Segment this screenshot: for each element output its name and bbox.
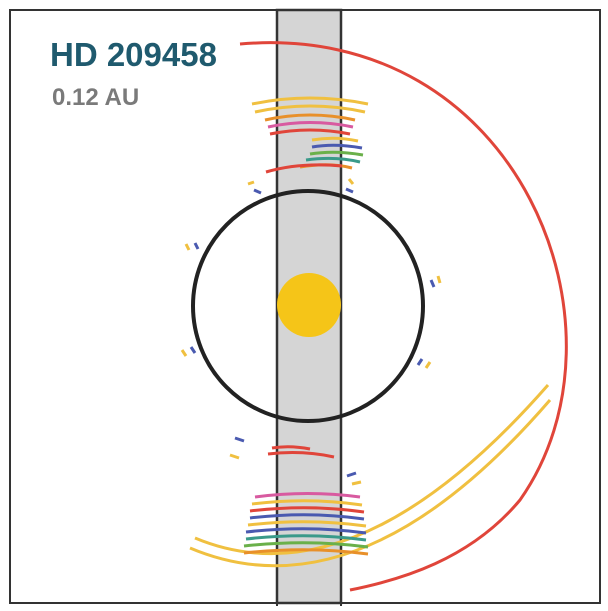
lower-arc <box>249 506 365 514</box>
lower-arc <box>243 548 369 556</box>
lower-arc <box>245 527 367 535</box>
marker-dash <box>253 188 262 195</box>
outer-arc <box>239 41 568 592</box>
marker-dash <box>229 453 240 460</box>
upper-arc <box>311 136 359 143</box>
marker-dash <box>347 178 355 185</box>
marker-dashes <box>180 178 442 486</box>
upper-arc <box>265 163 343 174</box>
marker-dash <box>234 436 245 443</box>
marker-dash <box>424 361 432 369</box>
lower-arc <box>254 492 361 499</box>
upper-arc <box>269 128 351 136</box>
figure-subtitle: 0.12 AU <box>52 84 140 111</box>
lower-arc <box>249 513 365 521</box>
upper-arc <box>309 150 364 157</box>
planet-orbit <box>191 189 425 423</box>
marker-dash <box>193 242 200 250</box>
lower-arc <box>251 499 363 507</box>
upper-arc <box>311 143 363 150</box>
marker-dash <box>436 275 442 284</box>
lower-arc <box>245 534 367 542</box>
lower-arc-group <box>243 492 369 556</box>
marker-dash <box>247 180 255 186</box>
lower-red-arc <box>271 445 311 451</box>
upper-arc <box>254 104 366 114</box>
upper-arc <box>267 121 354 129</box>
upper-arc-group <box>251 96 369 174</box>
star-icon <box>277 273 341 337</box>
marker-dash <box>189 346 197 354</box>
lower-red-arc <box>267 451 335 459</box>
marker-dash <box>351 480 362 486</box>
marker-dash <box>345 187 354 194</box>
upper-arc <box>305 156 361 164</box>
figure-title: HD 209458 <box>50 36 217 73</box>
lower-arc <box>243 541 369 549</box>
marker-dash <box>416 358 424 366</box>
lower-arc <box>247 520 367 528</box>
marker-dash <box>184 243 191 251</box>
upper-arc <box>251 96 369 106</box>
marker-dash <box>429 279 436 288</box>
marker-dash <box>180 349 188 357</box>
upper-arc <box>264 113 356 122</box>
marker-dash <box>346 471 357 478</box>
